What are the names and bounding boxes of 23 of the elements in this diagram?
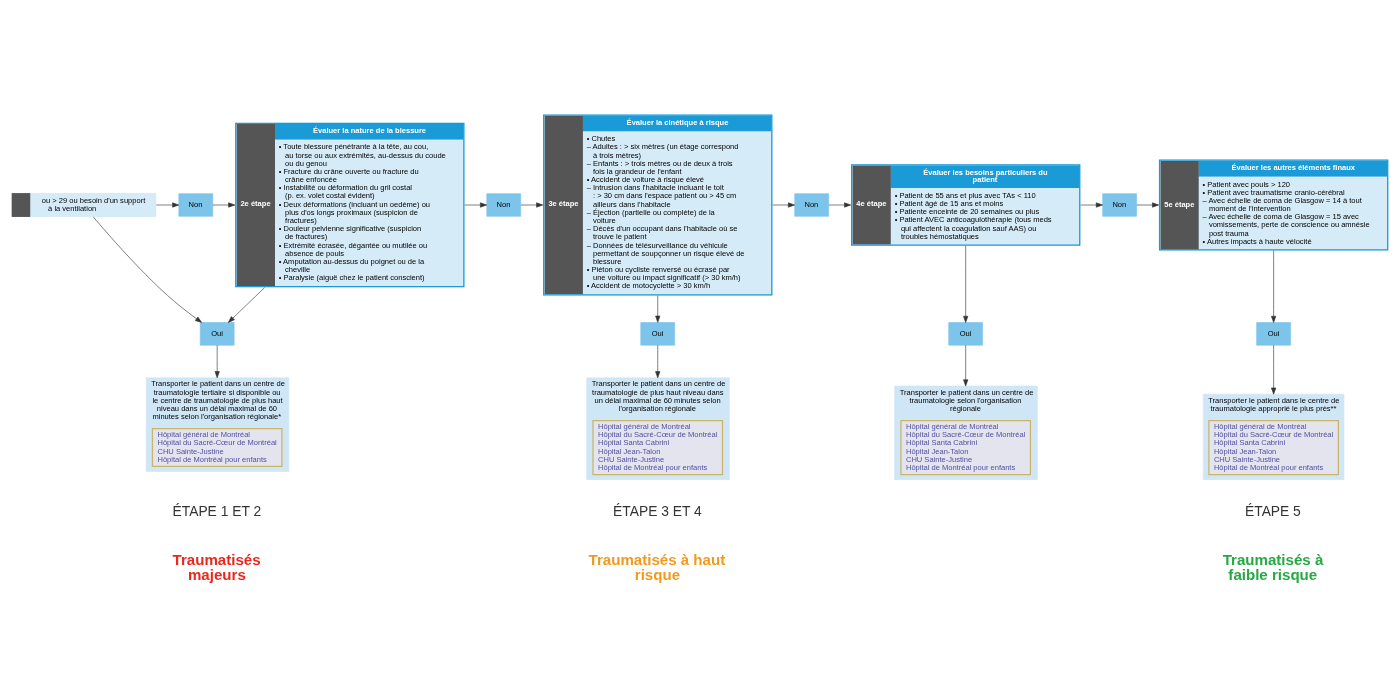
arrow: [1136, 202, 1160, 208]
arrow: [772, 202, 795, 208]
arrow: [93, 216, 202, 323]
arrow: [963, 245, 969, 323]
arrow: [655, 344, 661, 378]
arrow: [214, 344, 220, 378]
label: ÉTAPE 1 ET 2: [172, 502, 262, 519]
label: Traumatisés à faible risque: [1222, 550, 1324, 583]
label: ÉTAPE 3 ET 4: [613, 502, 702, 519]
arrow: [1271, 249, 1277, 323]
label: ÉTAPE 5: [1245, 502, 1301, 519]
arrow: [963, 344, 969, 386]
arrow: [1271, 344, 1277, 394]
arrow: [655, 294, 661, 323]
arrow: [464, 202, 487, 208]
arrow: [1080, 202, 1103, 208]
arrow: [828, 202, 852, 208]
label: Traumatisés majeurs: [172, 550, 261, 583]
arrow: [212, 202, 236, 208]
arrow: [228, 286, 265, 323]
arrow: [520, 202, 544, 208]
arrow: [155, 202, 180, 208]
label: Traumatisés à haut risque: [588, 550, 726, 583]
